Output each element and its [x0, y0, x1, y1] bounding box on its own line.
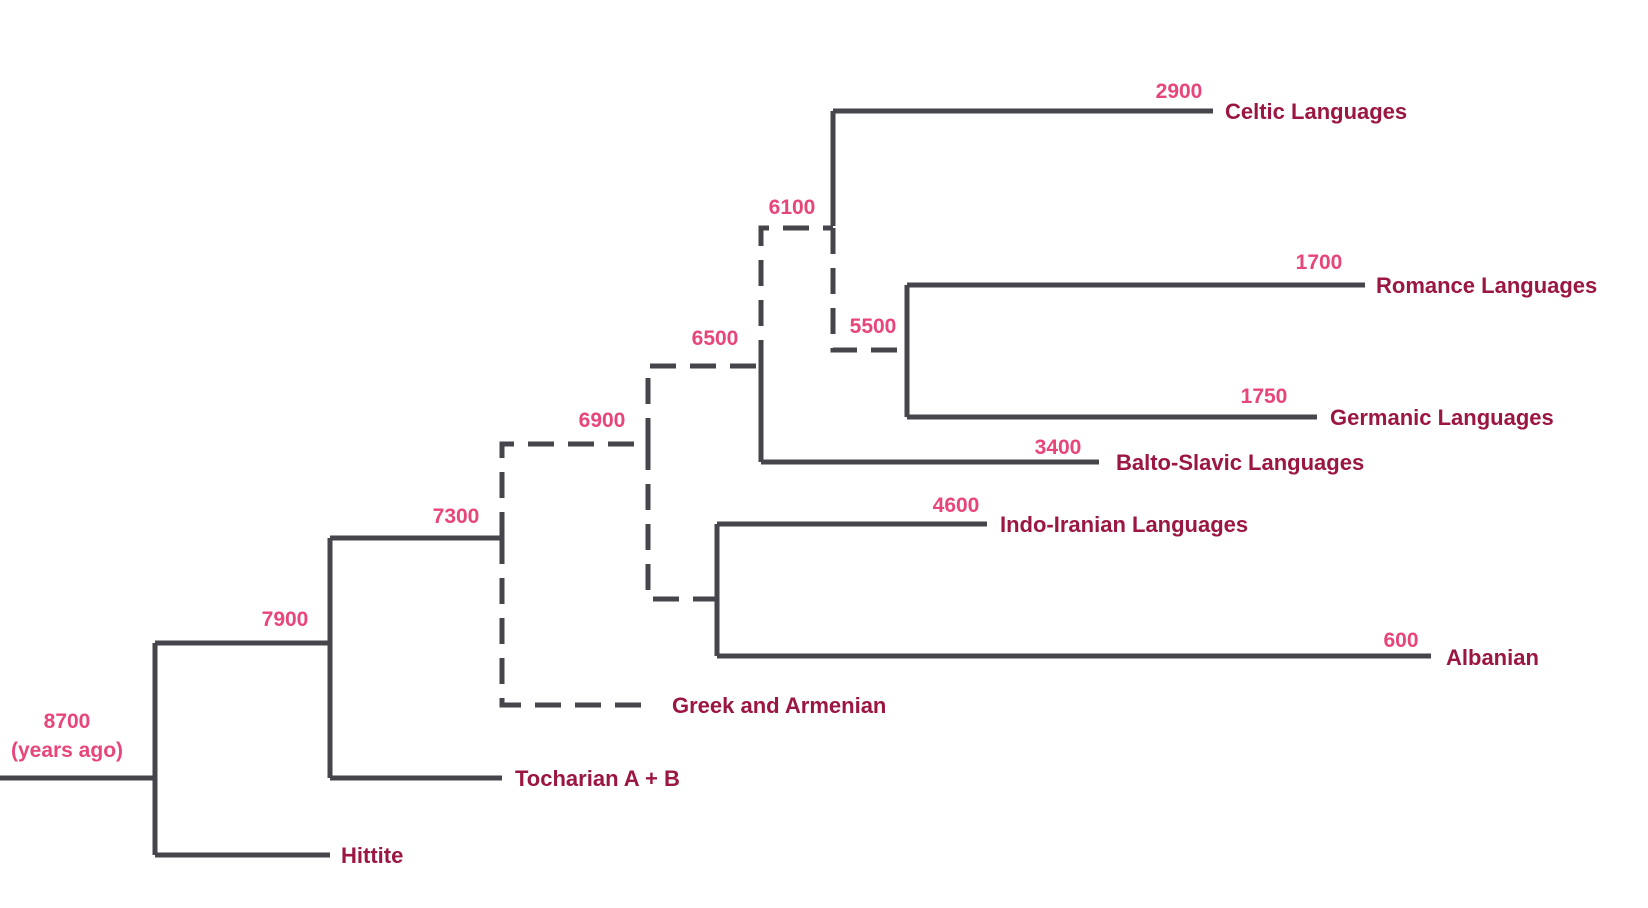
language-label-romance: Romance Languages — [1376, 273, 1597, 298]
language-label-balto-slavic: Balto-Slavic Languages — [1116, 450, 1364, 475]
node-date-6500: 6500 — [692, 327, 739, 350]
solid-branches — [0, 108, 1431, 858]
leaf-date-balto-slavic: 3400 — [1035, 436, 1082, 459]
leaf-date-germanic: 1750 — [1241, 385, 1288, 408]
dashed-6500-up — [758, 225, 833, 366]
dashed-6900-down — [645, 444, 717, 602]
leaf-date-albanian: 600 — [1383, 629, 1418, 652]
language-label-tocharian: Tocharian A + B — [515, 766, 680, 791]
root-date-label: 8700 — [44, 710, 91, 733]
language-label-germanic: Germanic Languages — [1330, 405, 1554, 430]
language-label-celtic: Celtic Languages — [1225, 99, 1407, 124]
leaf-date-indo-iranian: 4600 — [933, 494, 980, 517]
language-label-indo-iranian: Indo-Iranian Languages — [1000, 512, 1248, 537]
node-date-6100: 6100 — [769, 196, 816, 219]
language-label-greek-armenian: Greek and Armenian — [672, 693, 886, 718]
dashed-to-greek-armenian — [499, 538, 650, 708]
node-date-6900: 6900 — [579, 409, 626, 432]
language-label-hittite: Hittite — [341, 843, 403, 868]
leaf-date-celtic: 2900 — [1156, 80, 1203, 103]
dashed-branches — [499, 225, 907, 708]
root-unit-label: (years ago) — [11, 739, 123, 762]
leaf-date-romance: 1700 — [1296, 251, 1343, 274]
dashed-6900-split — [645, 363, 761, 444]
node-date-5500: 5500 — [850, 315, 897, 338]
dashed-6100-down — [830, 228, 907, 353]
dashed-7300-split — [499, 441, 648, 538]
language-label-albanian: Albanian — [1446, 645, 1539, 670]
node-date-7900: 7900 — [262, 608, 309, 631]
node-date-7300: 7300 — [433, 505, 480, 528]
